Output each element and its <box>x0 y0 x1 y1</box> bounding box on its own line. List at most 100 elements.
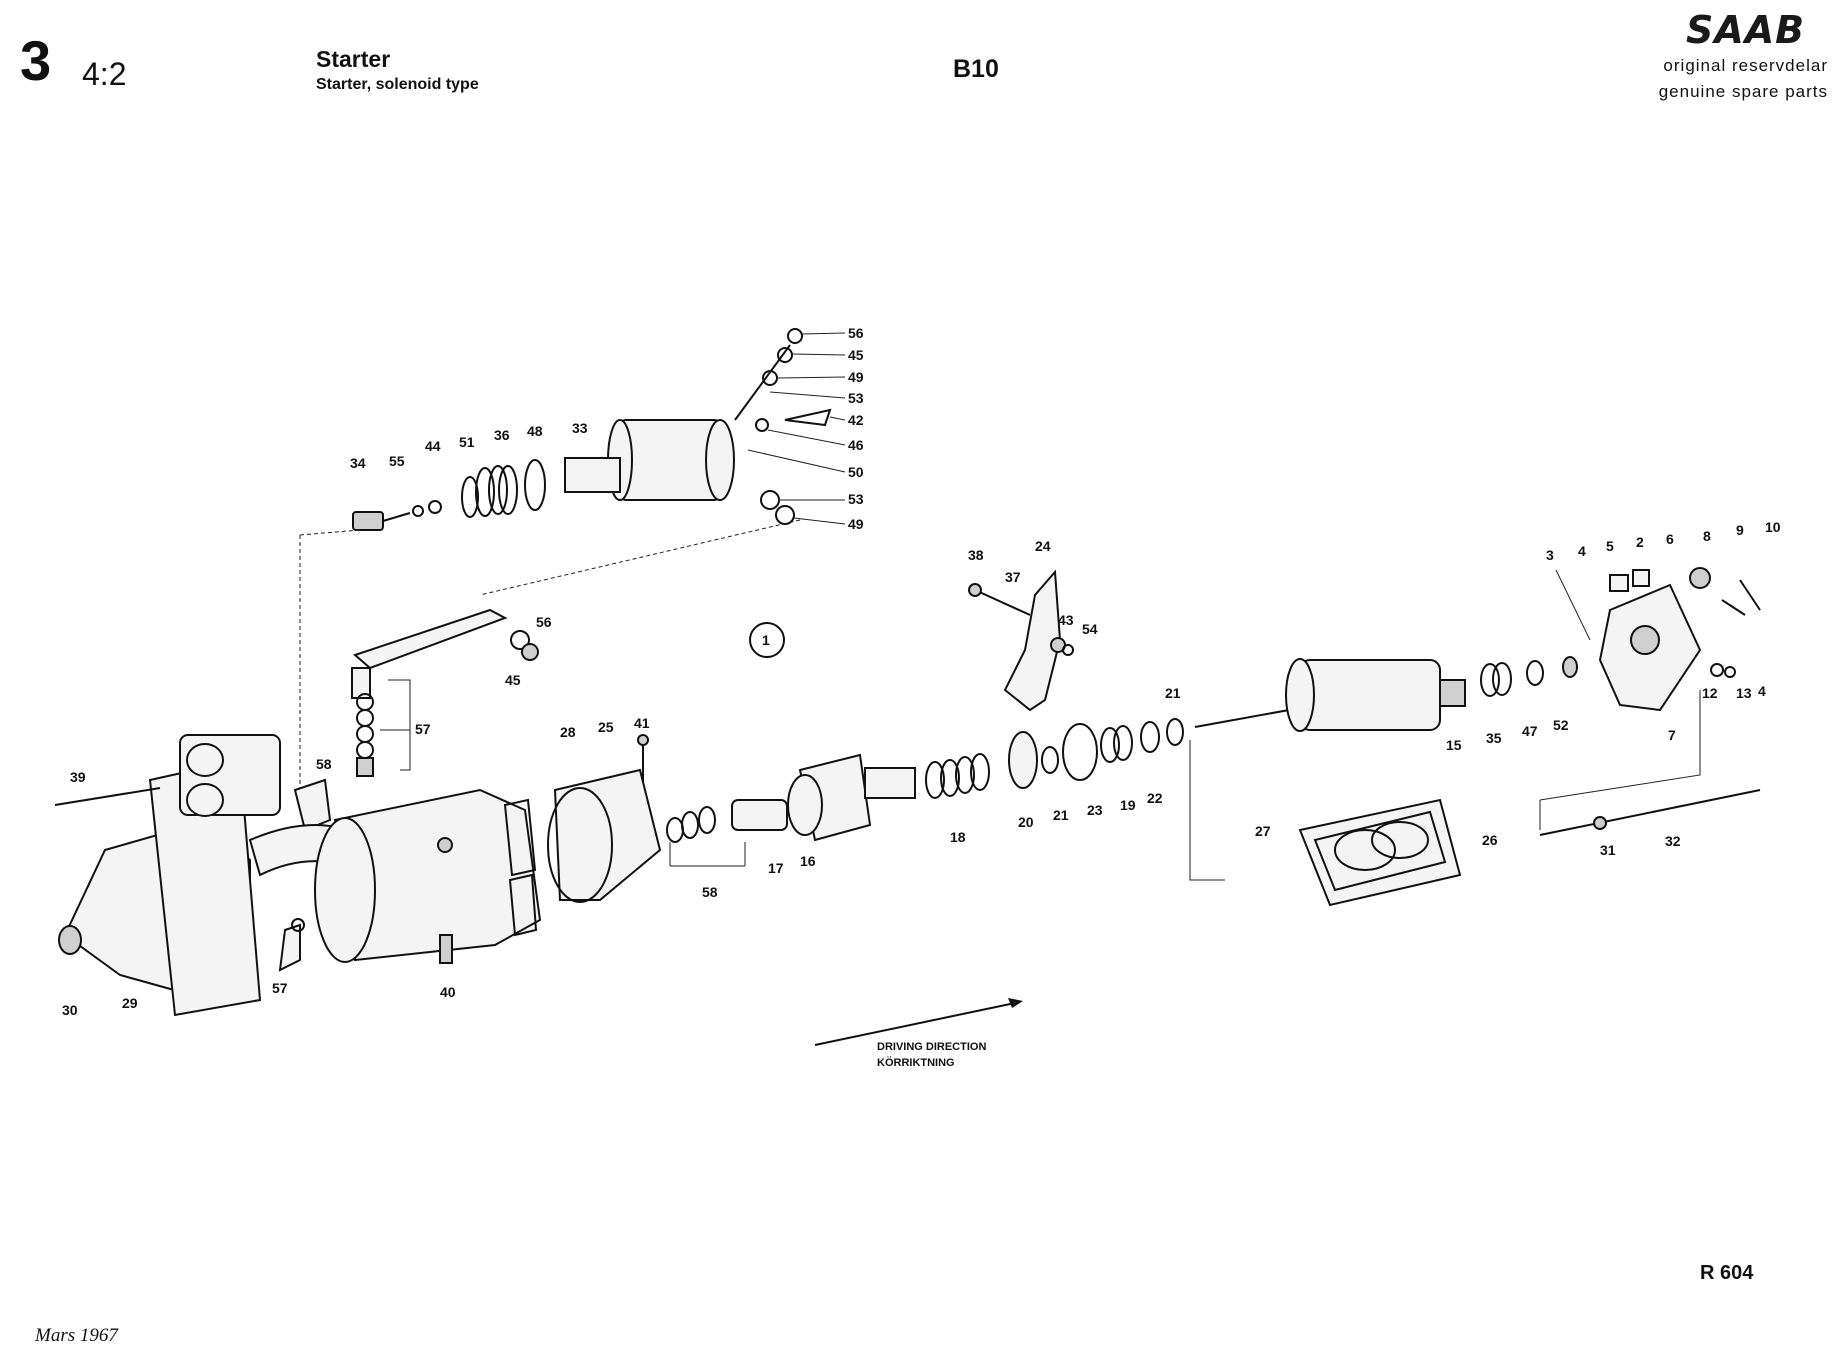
ring-58-c <box>698 806 716 834</box>
callout-label: 54 <box>1082 621 1098 637</box>
callout-label: 56 <box>536 614 552 630</box>
nut-55 <box>412 505 424 517</box>
callout-label: 33 <box>572 420 588 436</box>
callout-label: 19 <box>1120 797 1136 813</box>
armature-core-15 <box>1299 659 1441 731</box>
callout-label: 28 <box>560 724 576 740</box>
callout-label: 27 <box>1255 823 1271 839</box>
callout-label: 38 <box>968 547 984 563</box>
callout-label: 49 <box>848 516 864 532</box>
armature-shaft <box>1194 707 1301 728</box>
washer-46 <box>755 418 769 432</box>
view-marker-circle <box>749 622 785 658</box>
callout-label: 35 <box>1486 730 1502 746</box>
section-number: 3 <box>20 29 52 92</box>
callout-label: 44 <box>425 438 441 454</box>
spring-washer <box>524 459 546 511</box>
solenoid-plunger <box>564 457 621 493</box>
subsection-number: 4:2 <box>82 56 127 92</box>
washer-57-b <box>356 709 374 727</box>
spring-8 <box>1689 567 1711 589</box>
bolt-34-shank <box>382 512 411 522</box>
bracket-post <box>351 667 371 699</box>
ring-56-top <box>787 328 803 344</box>
band-25 <box>553 768 662 901</box>
ring-58-b <box>681 811 699 839</box>
callout-label: 15 <box>1446 737 1462 753</box>
callout-label: 2 <box>1636 534 1644 550</box>
callout-label: 48 <box>527 423 543 439</box>
callout-label: 21 <box>1053 807 1069 823</box>
spring-18-d <box>970 753 990 791</box>
ring-49-lower <box>775 505 795 525</box>
nose-bushing <box>58 925 82 955</box>
spring-18-b <box>940 759 960 797</box>
callout-label: 16 <box>800 853 816 869</box>
bolt-34 <box>352 511 384 531</box>
callout-label: 45 <box>505 672 521 688</box>
direction-label-en: DRIVING DIRECTION <box>877 1041 986 1053</box>
callout-label: 13 <box>1736 685 1752 701</box>
callout-label: 22 <box>1147 790 1163 806</box>
housing-bore-a <box>186 743 224 777</box>
callout-label: 32 <box>1665 833 1681 849</box>
callout-label: 52 <box>1553 717 1569 733</box>
callout-label: 5 <box>1606 538 1614 554</box>
callout-label: 43 <box>1058 612 1074 628</box>
callout-label: 29 <box>122 995 138 1011</box>
spacer-57 <box>356 757 374 777</box>
yoke-body <box>333 788 542 962</box>
pin-38 <box>968 583 982 597</box>
ring-23 <box>1062 723 1098 781</box>
sleeve-17 <box>731 799 788 831</box>
callout-label: 57 <box>272 980 288 996</box>
fork-24 <box>1003 569 1062 712</box>
callout-label: 42 <box>848 412 864 428</box>
link-plate <box>353 608 508 670</box>
pole-shoe-a <box>1334 829 1396 871</box>
bracket-58 <box>293 778 332 832</box>
callout-label: 4 <box>1578 543 1586 559</box>
screw-42 <box>784 408 832 427</box>
pinion-gear <box>787 774 823 836</box>
yoke-window-a <box>503 798 537 877</box>
solenoid-end-cap <box>705 419 735 501</box>
callout-label: 17 <box>768 860 784 876</box>
callout-label: 55 <box>389 453 405 469</box>
callout-label: 24 <box>1035 538 1051 554</box>
driving-direction: DRIVING DIRECTION KÖRRIKTNING <box>814 998 1023 1069</box>
washer-56-mid <box>510 630 530 650</box>
callout-label: 7 <box>1668 727 1676 743</box>
brand-line-english: genuine spare parts <box>1658 82 1828 101</box>
screw-40 <box>439 934 453 964</box>
callout-label: 53 <box>848 390 864 406</box>
brand-line-swedish: original reservdelar <box>1663 56 1828 75</box>
callout-label: 26 <box>1482 832 1498 848</box>
callout-label: 39 <box>70 769 86 785</box>
screw-9 <box>1739 579 1761 611</box>
lever-bracket <box>351 608 539 777</box>
callout-label: 23 <box>1087 802 1103 818</box>
callout-label: 21 <box>1165 685 1181 701</box>
callout-label: 50 <box>848 464 864 480</box>
direction-label-sv: KÖRRIKTNING <box>877 1056 955 1069</box>
callout-label: 47 <box>1522 723 1538 739</box>
pole-shoe-b <box>1371 821 1429 859</box>
terminal-stud <box>734 344 791 421</box>
screw-57 <box>291 918 305 932</box>
callout-label: 56 <box>848 325 864 341</box>
clip-10 <box>1721 599 1746 616</box>
washer-57-c <box>356 725 374 743</box>
ring-53-lower <box>760 490 780 510</box>
direction-arrow-line <box>814 1002 1016 1046</box>
shift-fork <box>968 569 1074 712</box>
washer-47 <box>1526 660 1544 686</box>
callout-label: 34 <box>350 455 366 471</box>
drive-parts <box>666 718 1184 867</box>
model-code: B10 <box>953 55 999 83</box>
cover-band <box>547 768 662 903</box>
callout-label: 9 <box>1736 522 1744 538</box>
ring-49-top <box>762 370 778 386</box>
ring-19-b <box>1113 725 1133 761</box>
bush-52 <box>1562 656 1578 678</box>
